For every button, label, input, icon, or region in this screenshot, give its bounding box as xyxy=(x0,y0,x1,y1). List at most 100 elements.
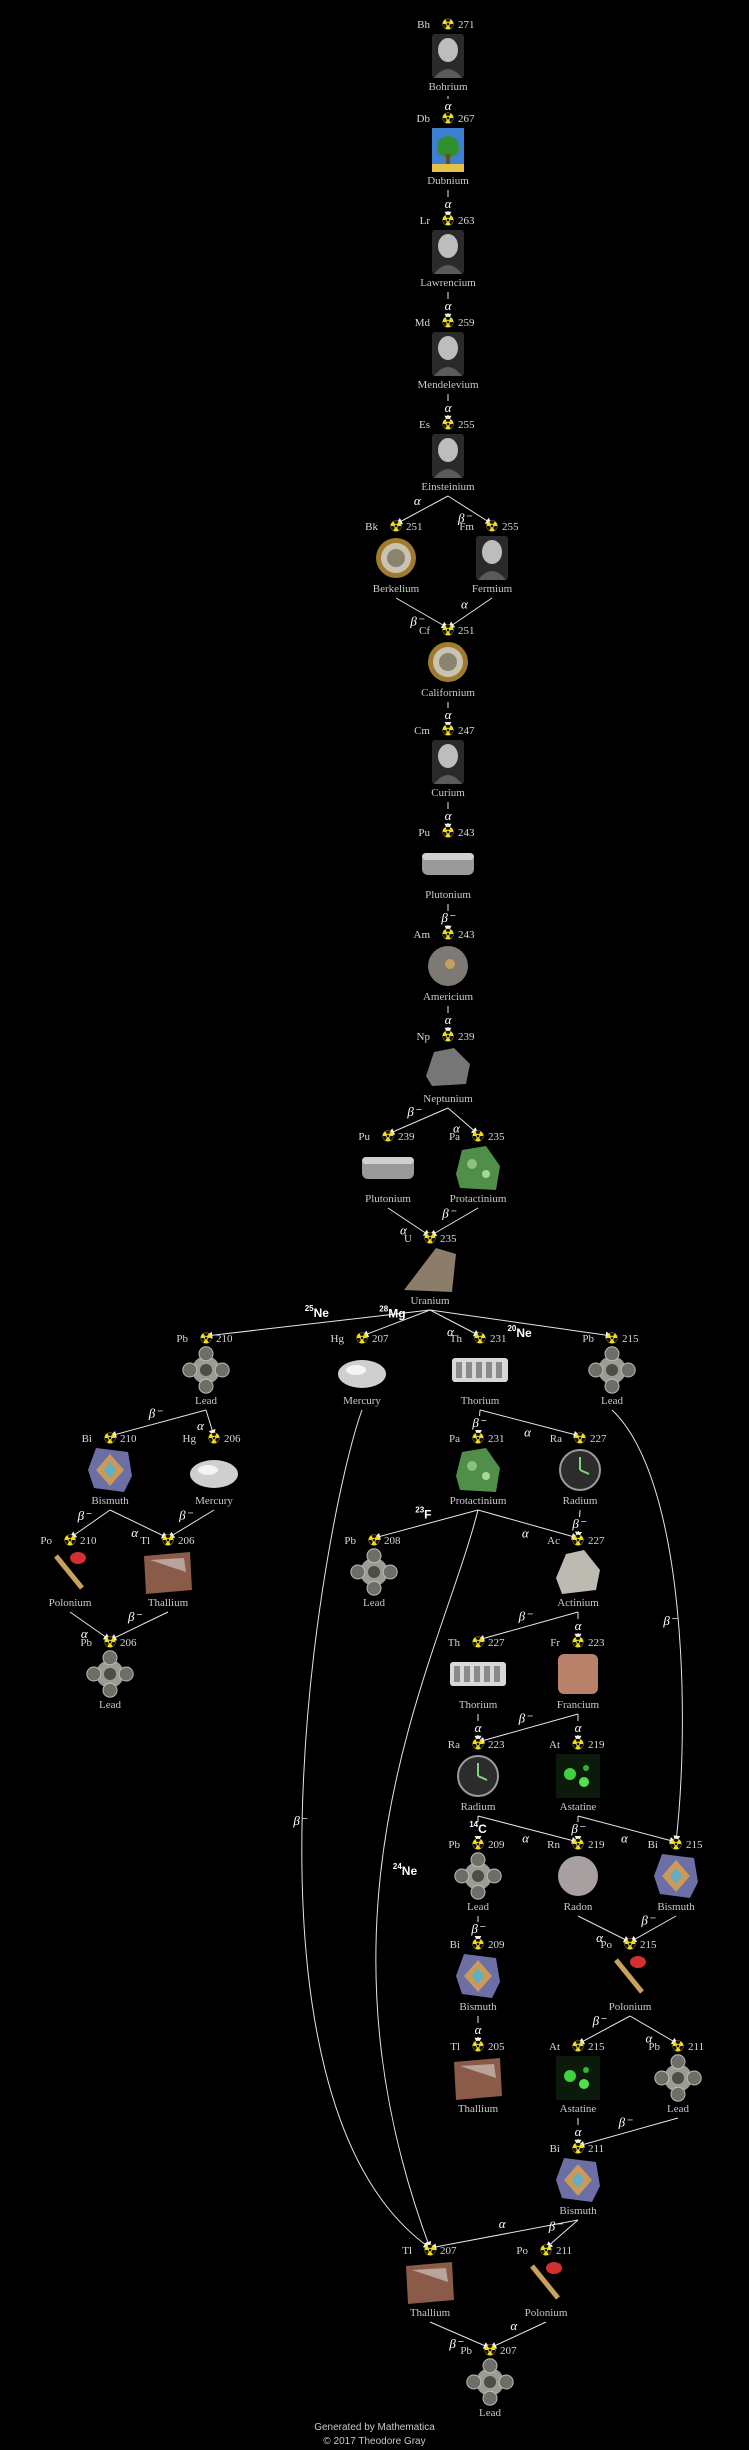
element-symbol: At xyxy=(549,1739,560,1751)
decay-edge-hg207-tl207 xyxy=(301,1409,431,2249)
mass-number: 219 xyxy=(588,1839,605,1851)
radioactive-icon xyxy=(424,2244,436,2256)
element-symbol: Fm xyxy=(459,521,474,533)
mass-number: 207 xyxy=(372,1333,389,1345)
radioactive-icon xyxy=(624,1938,636,1950)
decay-label-pb209-bi209: β⁻ xyxy=(470,1921,485,1936)
mineral-image xyxy=(456,1146,500,1190)
decay-label-bi211-tl207: α xyxy=(499,2216,507,2231)
decay-label-po215-at215: β⁻ xyxy=(592,2013,607,2028)
radioactive-icon xyxy=(64,1534,76,1546)
element-symbol: Th xyxy=(448,1637,461,1649)
element-symbol: Am xyxy=(414,929,431,941)
mass-number: 267 xyxy=(458,113,475,125)
radioactive-icon xyxy=(486,520,498,532)
mass-number: 243 xyxy=(458,827,475,839)
element-name: Berkelium xyxy=(373,583,420,595)
radioactive-icon xyxy=(572,2142,584,2154)
element-name: Neptunium xyxy=(423,1093,473,1105)
decay-edge-pb215-bi215 xyxy=(611,1409,683,1843)
decay-label-po210-pb206: α xyxy=(81,1626,89,1641)
element-symbol: Pa xyxy=(449,1131,460,1143)
decay-label-po215-pb211: α xyxy=(646,2031,654,2046)
element-symbol: Hg xyxy=(183,1433,197,1445)
element-name: Lawrencium xyxy=(420,277,476,289)
decay-label-es255-bk251: α xyxy=(414,493,422,508)
decay-edge-tl206-pb206 xyxy=(109,1611,169,1641)
decay-label-th227-ra223: α xyxy=(475,1720,483,1735)
mass-number: 235 xyxy=(488,1131,505,1143)
element-symbol: Pb xyxy=(448,1839,460,1851)
element-name: Uranium xyxy=(410,1295,450,1307)
decay-edge-np239-pa235 xyxy=(447,1107,479,1135)
element-name: Polonium xyxy=(49,1597,92,1609)
decay-label-np239-pa235: α xyxy=(453,1121,461,1136)
decay-label-es255-fm255: β⁻ xyxy=(457,510,472,525)
decay-label-tl207-pb207: β⁻ xyxy=(448,2336,463,2351)
decay-edge-bi215-po215 xyxy=(629,1915,677,1943)
element-name: Polonium xyxy=(525,2307,568,2319)
element-name: Bismuth xyxy=(91,1495,129,1507)
decay-label-pb210-hg206: α xyxy=(197,1418,205,1433)
decay-edge-ac227-th227 xyxy=(477,1611,579,1642)
decay-label-pa231-pb208: 23F xyxy=(415,1505,431,1521)
mass-number: 259 xyxy=(458,317,475,329)
decay-label-at219-rn219: β⁻ xyxy=(570,1821,585,1836)
mass-number: 219 xyxy=(588,1739,605,1751)
radioactive-icon xyxy=(442,928,454,940)
element-symbol: Cm xyxy=(414,725,430,737)
decay-label-ra223-rn219: α xyxy=(522,1831,530,1846)
element-symbol: Pa xyxy=(449,1433,460,1445)
decay-label-ra227-ac227: β⁻ xyxy=(571,1516,586,1531)
element-name: Plutonium xyxy=(365,1193,411,1205)
decay-edge-ra223-rn219 xyxy=(477,1815,579,1844)
decay-label-bh271-db267: α xyxy=(445,98,453,113)
element-symbol: Pb xyxy=(176,1333,188,1345)
